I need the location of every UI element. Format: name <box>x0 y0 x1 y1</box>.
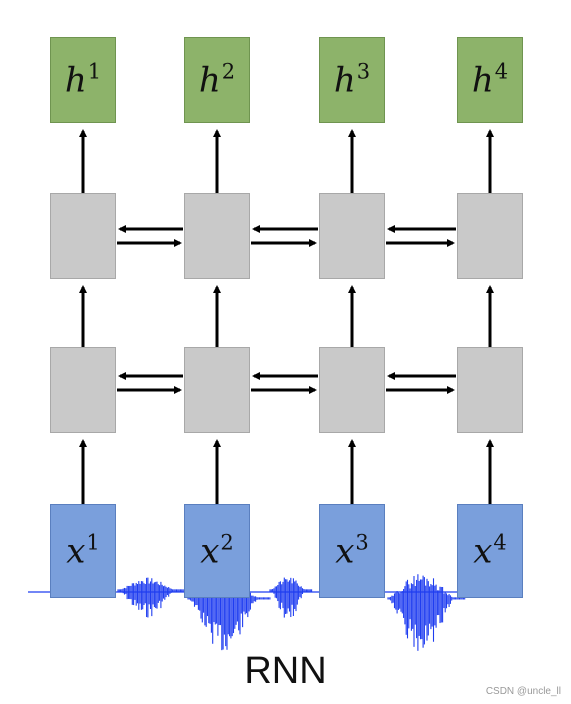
input-label-x3: x3 <box>335 530 369 572</box>
input-box-x2: x2 <box>184 504 250 598</box>
input-box-x1: x1 <box>50 504 116 598</box>
output-label-h2: h2 <box>198 59 236 101</box>
hidden-lower-4 <box>457 347 523 433</box>
output-label-h3: h3 <box>333 59 371 101</box>
hidden-lower-1 <box>50 347 116 433</box>
output-box-h2: h2 <box>184 37 250 123</box>
output-box-h3: h3 <box>319 37 385 123</box>
diagram-title: RNN <box>244 650 327 692</box>
input-box-x3: x3 <box>319 504 385 598</box>
hidden-upper-3 <box>319 193 385 279</box>
input-label-x2: x2 <box>200 530 234 572</box>
output-label-h1: h1 <box>64 59 102 101</box>
hidden-upper-1 <box>50 193 116 279</box>
hidden-lower-3 <box>319 347 385 433</box>
output-box-h4: h4 <box>457 37 523 123</box>
hidden-lower-2 <box>184 347 250 433</box>
input-label-x1: x1 <box>66 530 100 572</box>
output-box-h1: h1 <box>50 37 116 123</box>
watermark-credit: CSDN @uncle_ll <box>485 686 561 697</box>
audio-waveform <box>28 574 466 651</box>
input-box-x4: x4 <box>457 504 523 598</box>
hidden-upper-2 <box>184 193 250 279</box>
hidden-upper-4 <box>457 193 523 279</box>
output-label-h4: h4 <box>471 59 509 101</box>
input-label-x4: x4 <box>473 530 507 572</box>
arrows <box>79 129 494 504</box>
